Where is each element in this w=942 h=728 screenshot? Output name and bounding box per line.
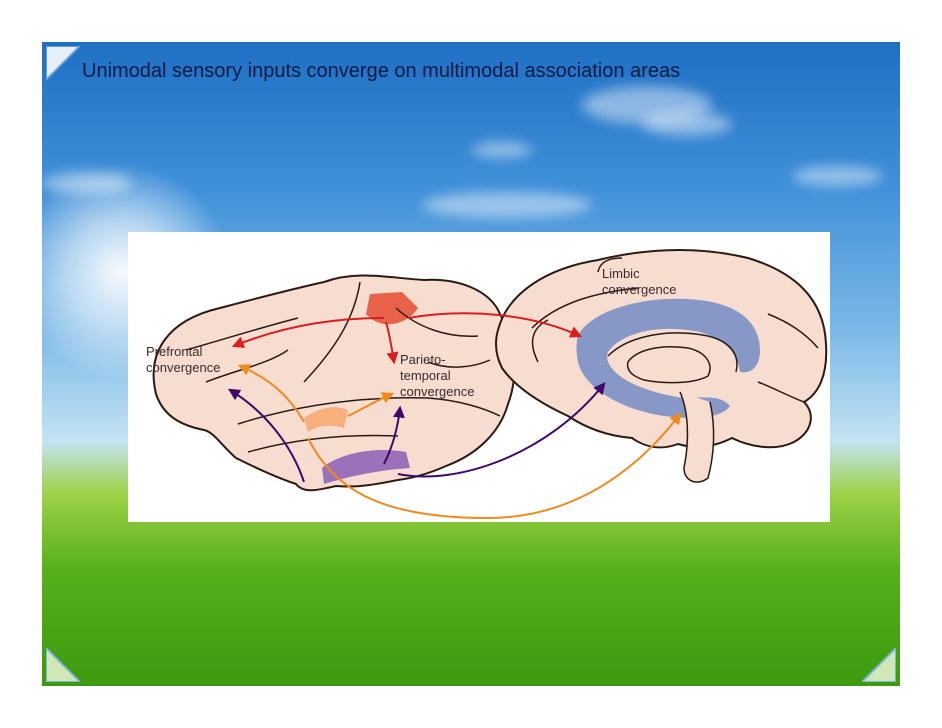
medial-sulci [531,257,819,403]
orange-region [304,407,348,432]
arrow-red-to-parieto-temporal [385,321,399,365]
sulcus [597,257,623,273]
sulcus [531,319,549,363]
lateral-fissure [237,397,501,425]
arrow-purple-to-limbic [397,382,606,478]
slide-background: Unimodal sensory inputs converge on mult… [42,42,900,686]
arrow-purple-to-parieto-temporal [383,405,405,465]
lateral-brain-outline [152,274,516,492]
sulcus [185,317,299,351]
sulcus [767,313,819,349]
cloud [472,142,532,158]
arrow-orange-to-prefrontal [237,364,305,423]
slide-title: Unimodal sensory inputs converge on mult… [82,60,681,82]
thalamus [626,346,711,384]
arrow-orange-to-limbic [307,412,682,520]
arrow-purple-to-prefrontal [227,388,305,483]
limbic-label-line-1: Limbic [602,266,640,281]
cloud [642,112,732,136]
sulcus [531,287,639,329]
cloud [422,192,592,218]
medial-brain [494,248,828,483]
sulcus [757,381,805,403]
cloud [792,166,882,186]
top-left-corner-icon [46,46,80,80]
brain-diagram-figure: Prefrontal convergence Parieto- temporal… [128,232,830,522]
brain-diagram: Prefrontal convergence Parieto- temporal… [146,248,828,520]
purple-region [322,449,410,484]
arrow-red-to-limbic [407,312,583,338]
prefrontal-label-line-1: Prefrontal [146,344,202,359]
bottom-left-corner-icon [46,648,80,682]
arrow-orange-to-parieto-temporal [347,392,395,417]
sulcus [427,359,491,368]
lateral-brain [152,274,516,492]
limbic-band [576,298,760,418]
lateral-sulci [185,281,501,453]
prefrontal-label-line-2: convergence [146,360,220,375]
central-sulcus [303,281,361,383]
arrow-red-to-prefrontal [231,317,385,348]
limbic-label-line-2: convergence [602,282,676,297]
parieto-temporal-label-line-1: Parieto- [400,352,446,367]
parieto-temporal-label-line-2: temporal [400,368,451,383]
cloud [42,172,132,194]
sulcus [247,434,399,453]
cloud [582,86,712,124]
bottom-right-corner-icon [862,648,896,682]
corpus-callosum [607,332,738,373]
brainstem [679,391,715,483]
parieto-temporal-label-line-3: convergence [400,384,474,399]
sulcus [395,307,479,337]
